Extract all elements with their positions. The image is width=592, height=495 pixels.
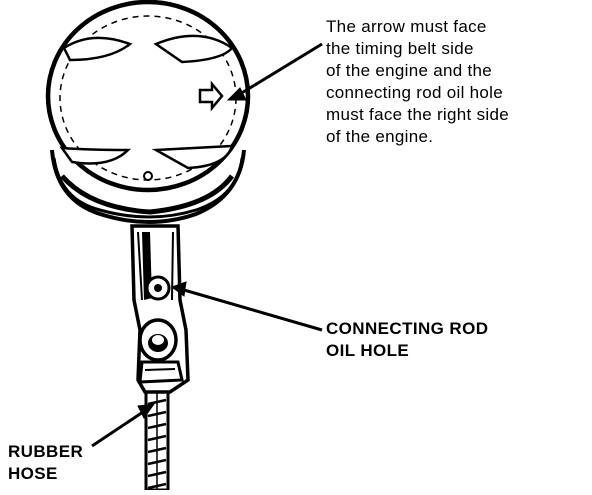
note-line: the timing belt side bbox=[326, 39, 474, 58]
leader-arrow-note bbox=[239, 42, 323, 96]
label-line: HOSE bbox=[8, 464, 58, 483]
connecting-rod bbox=[130, 224, 190, 394]
note-line: The arrow must face bbox=[326, 17, 487, 36]
piston bbox=[45, 0, 251, 224]
arrow-direction-note: The arrow must face the timing belt side… bbox=[326, 16, 588, 148]
note-line: must face the right side bbox=[326, 105, 509, 124]
label-rubber-hose: RUBBER HOSE bbox=[8, 441, 83, 485]
label-line: RUBBER bbox=[8, 442, 84, 461]
leader-rubber-hose bbox=[91, 408, 147, 448]
note-line: connecting rod oil hole bbox=[326, 83, 504, 102]
timing-arrow-icon bbox=[198, 80, 224, 112]
note-line: of the engine. bbox=[326, 127, 434, 146]
rubber-hose bbox=[144, 378, 170, 492]
valve-reliefs bbox=[59, 34, 234, 170]
note-line: of the engine and the bbox=[326, 61, 493, 80]
label-line: CONNECTING ROD bbox=[326, 319, 489, 338]
label-connecting-rod-oil-hole: CONNECTING ROD OIL HOLE bbox=[326, 318, 488, 362]
leader-lines bbox=[91, 42, 323, 448]
label-line: OIL HOLE bbox=[326, 341, 410, 360]
leader-rod-oil-hole bbox=[183, 288, 323, 332]
